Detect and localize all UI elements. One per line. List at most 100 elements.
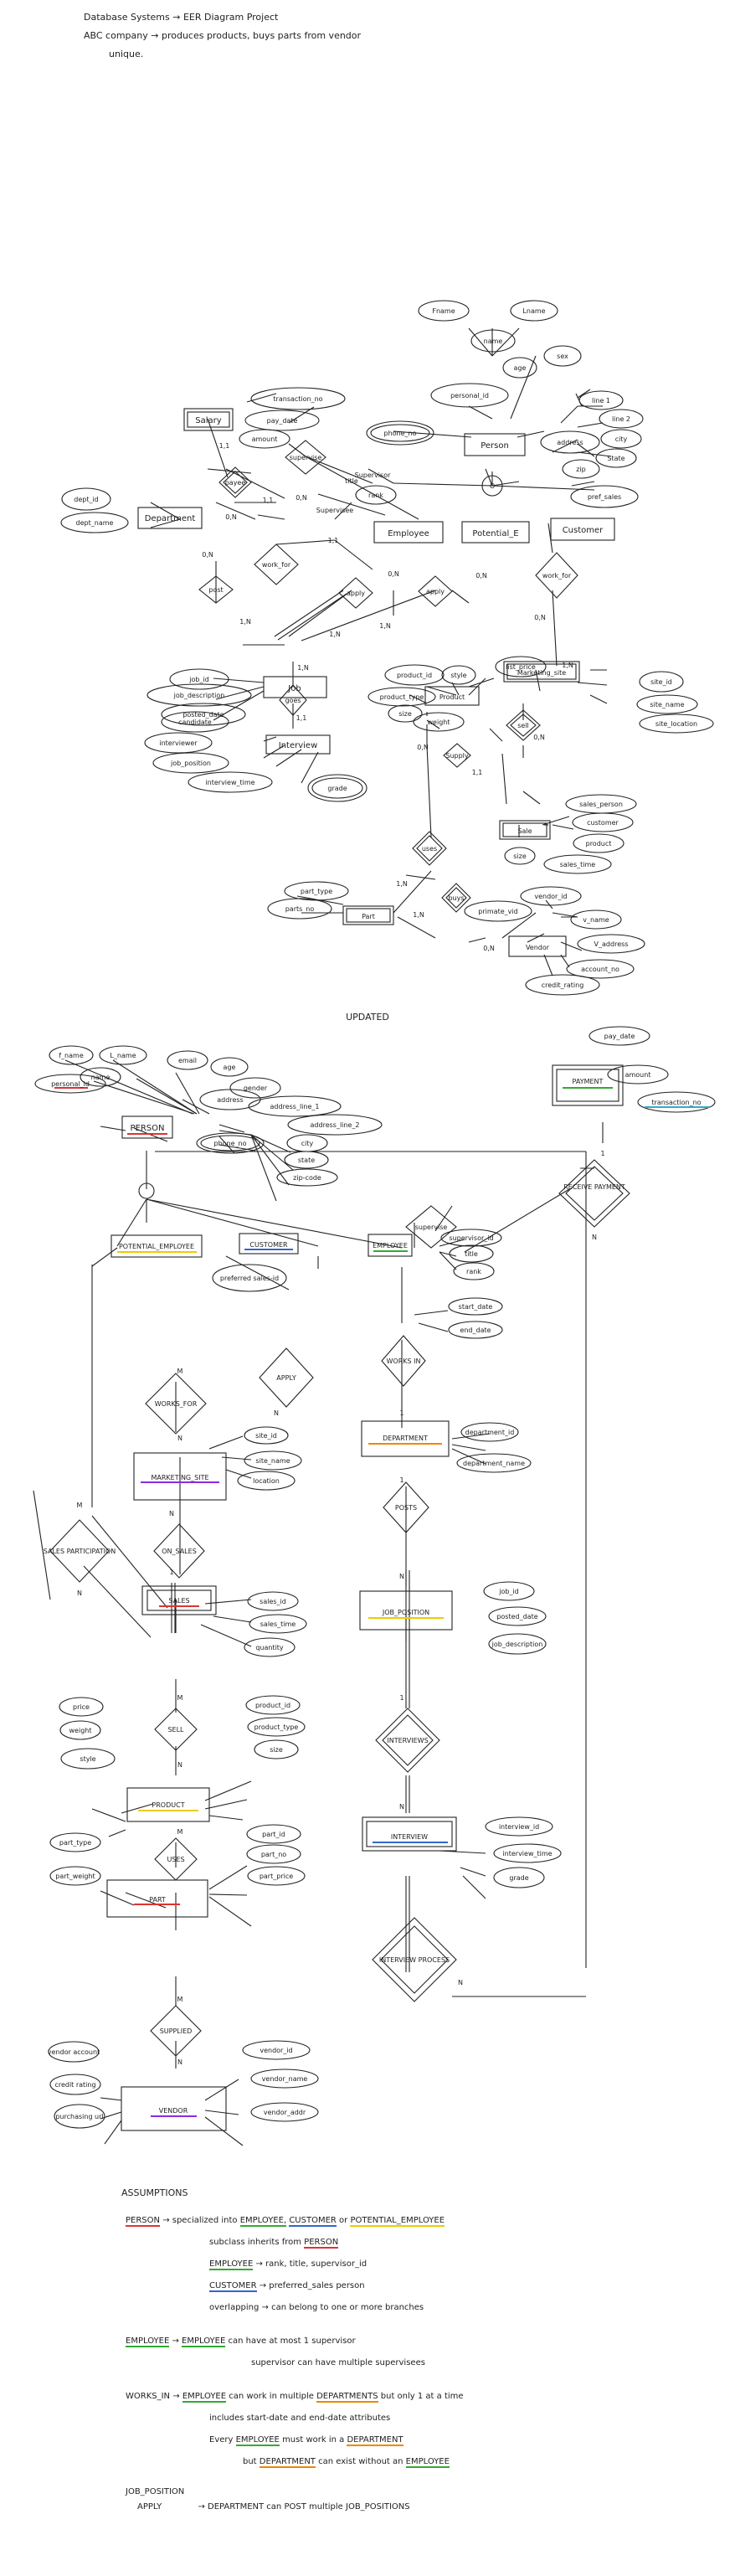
- txt-line1: line 1: [592, 397, 610, 404]
- entity-marketing-site: [503, 661, 580, 683]
- txt-title: title: [345, 477, 358, 485]
- card-9: 1,N: [379, 622, 391, 630]
- asm-text: or: [339, 2216, 348, 2225]
- txt2-job-id: job_id: [498, 1588, 519, 1595]
- lbl-apply1: apply: [347, 590, 365, 597]
- asm-text: APPLY: [137, 2502, 162, 2512]
- entity-part: [342, 905, 394, 925]
- asm-employee: EMPLOYEE: [235, 2435, 280, 2446]
- txt2-purchasing-url: purchasing url: [55, 2113, 103, 2120]
- asm-potential: POTENTIAL_EMPLOYEE: [350, 2216, 445, 2227]
- card2-1: N: [177, 1435, 182, 1442]
- attr-site-location: [639, 714, 714, 734]
- card2-5: M: [177, 1694, 183, 1702]
- asm-text: → specialized into: [162, 2216, 238, 2225]
- asm-text: can work in multiple: [229, 2392, 314, 2401]
- attr-line2: [599, 409, 644, 429]
- card2-8: M: [177, 1996, 183, 2003]
- lbl2-sales-participation: SALES PARTICIPATION: [44, 1548, 116, 1555]
- attr-zip: [562, 459, 600, 479]
- asm-department: DEPARTMENTS: [316, 2392, 378, 2403]
- card-14: 1,N: [297, 664, 309, 672]
- disjoint-circle: [481, 475, 503, 497]
- asm-text: includes start-date and end-date attribu…: [209, 2414, 391, 2423]
- attr2-grade: [493, 1867, 545, 1888]
- lbl-goes: goes: [285, 697, 301, 704]
- card-1: 1,1: [219, 442, 230, 450]
- attr2-vendor-name: [250, 2069, 319, 2089]
- attr2-size: [254, 1739, 299, 1759]
- attr2-vendor-account: [48, 2041, 100, 2063]
- txt-rank: rank: [368, 492, 383, 499]
- asm-person: PERSON: [126, 2216, 160, 2227]
- txt2-location: location: [253, 1477, 280, 1485]
- txt2-quantity: quantity: [255, 1644, 284, 1651]
- txt2-site-id: site_id: [255, 1432, 277, 1440]
- card2-13: 1: [399, 1694, 403, 1702]
- assumption-row: subclass inherits from PERSON: [126, 2232, 712, 2254]
- attr2-site-id: [244, 1426, 289, 1445]
- attr-transaction-no: [250, 387, 346, 410]
- lbl-post: post: [208, 586, 223, 594]
- attr2-gender: [229, 1077, 281, 1099]
- asm-text: Every: [209, 2435, 234, 2445]
- overlap-circle: [138, 1182, 155, 1199]
- txt-zip: zip: [576, 466, 586, 473]
- diagram1-labels: Salary Person Department Employee Potent…: [74, 307, 697, 989]
- assumption-row: CUSTOMER → preferred_sales person: [126, 2275, 712, 2297]
- rel-supervise: [285, 440, 326, 475]
- attr-list-price: [495, 656, 547, 677]
- attr-state: [595, 448, 637, 468]
- asm-customer: CUSTOMER: [289, 2216, 337, 2227]
- rel-work-for2: [535, 552, 578, 599]
- txt2-end-date: end_date: [460, 1327, 491, 1334]
- txt-job-id: job_id: [188, 676, 209, 683]
- txt-sale-customer: customer: [587, 819, 619, 827]
- entity2-payment: [552, 1064, 624, 1106]
- rel2-interview-process: [372, 1917, 457, 2002]
- lbl2-uses: USES: [167, 1856, 184, 1863]
- txt2-dept-id: department_id: [465, 1429, 515, 1436]
- txt2-part-id: part_id: [262, 1831, 285, 1838]
- asm-text: →: [172, 2336, 179, 2346]
- rel2-uses: [154, 1837, 198, 1881]
- lbl2-apply: APPLY: [276, 1374, 296, 1382]
- rel2-supplied: [150, 2005, 202, 2057]
- lbl-payee: payee: [225, 479, 246, 487]
- lbl-potential-e: Potential_E: [472, 529, 518, 538]
- attr-line1: [578, 390, 624, 410]
- txt2-sales-time: sales_time: [260, 1620, 296, 1628]
- txt2-gender: gender: [244, 1084, 268, 1092]
- diagram2-labels: PERSON PAYMENT POTENTIAL_EMPLOYEE CUSTOM…: [44, 1033, 702, 2120]
- asm-text: but only 1 at a time: [380, 2392, 464, 2401]
- diagram1-entity-boxes: [137, 408, 615, 957]
- lbl2-person: PERSON: [131, 1124, 165, 1133]
- txt-site-id: site_id: [650, 678, 672, 686]
- txt-sales-time: sales_time: [560, 861, 596, 868]
- attr2-part-id: [246, 1824, 301, 1844]
- lbl2-payment: PAYMENT: [573, 1078, 604, 1085]
- txt2-style: style: [80, 1755, 95, 1763]
- asm-department: DEPARTMENT: [259, 2457, 316, 2468]
- attr-weight: [413, 712, 465, 732]
- card-15: 1,1: [296, 714, 307, 722]
- attr-sale-product: [573, 833, 624, 853]
- attr2-site-name: [244, 1450, 302, 1471]
- entity-salary: [183, 408, 234, 431]
- rel2-works-in: [381, 1335, 426, 1387]
- attr2-sales-id: [247, 1591, 299, 1611]
- txt-lname: Lname: [522, 307, 545, 315]
- txt2-vendor-name: vendor_name: [262, 2075, 308, 2083]
- header-line-3: unique.: [109, 49, 144, 59]
- attr-dept-name: [60, 512, 129, 533]
- lbl2-employee: EMPLOYEE: [373, 1242, 408, 1249]
- txt2-city: city: [301, 1140, 314, 1147]
- txt2-product-type: product_type: [254, 1723, 299, 1731]
- entity-employee: [373, 521, 444, 544]
- txt-v-name: v_name: [583, 916, 609, 924]
- assumption-row: JOB_POSITION: [126, 2485, 712, 2500]
- attr2-interview-id: [485, 1816, 553, 1837]
- txt-job-description: job_description: [173, 692, 225, 699]
- entity2-sales: [141, 1585, 217, 1615]
- assumption-row: Every EMPLOYEE must work in a DEPARTMENT: [126, 2429, 712, 2451]
